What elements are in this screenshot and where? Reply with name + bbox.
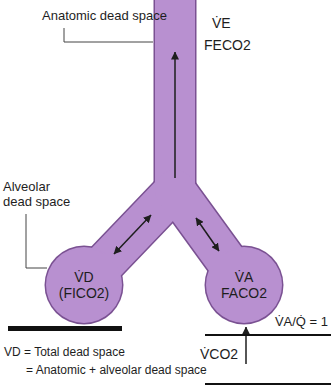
expired-flow-label: V̇E [212,15,231,31]
leader-line [64,28,153,42]
trachea-outline [154,0,197,200]
expired-co2-label: FECO2 [204,37,251,53]
co2-flux-label: V̇CO2 [200,346,238,362]
alveolus-circle: V̇D(FICO2) [46,247,122,323]
alveolus-text: FACO2 [221,285,267,301]
right-tidal-arrow [196,218,219,251]
trachea-fill [155,0,195,200]
alveolus-content: V̇D(FICO2) [46,247,122,323]
alveolar-dead-space-label: Alveolar dead space [3,180,75,210]
no-perfusion-bar [8,326,122,331]
definition-label: VD = Total dead space [4,346,125,360]
alveolus-circle: V̇AFACO2 [206,247,282,323]
airway-outline [45,0,284,325]
alveolus-content: V̇AFACO2 [206,247,282,323]
leader-line [26,214,47,268]
airway-fill [46,0,282,323]
left-alveolus-fill [46,247,122,323]
capillary-wall [205,383,331,385]
left-tidal-arrow [114,215,151,254]
right-alveolus-fill [206,247,282,323]
alveolus-text: V̇A [235,269,254,285]
capillary-wall [205,334,331,336]
alveolus-text: (FICO2) [59,285,110,301]
co2-flux-arrow [245,327,247,364]
alveolus-fill [208,249,281,322]
alveolus-fill [48,249,121,322]
anatomic-dead-space-label: Anatomic dead space [42,9,167,24]
ventilation-perfusion-label: V̇A/Q̇ = 1 [275,315,328,330]
alveolus-text: V̇D [74,269,93,285]
definition-label: = Anatomic + alveolar dead space [26,364,207,378]
expiration-arrow [174,52,176,178]
